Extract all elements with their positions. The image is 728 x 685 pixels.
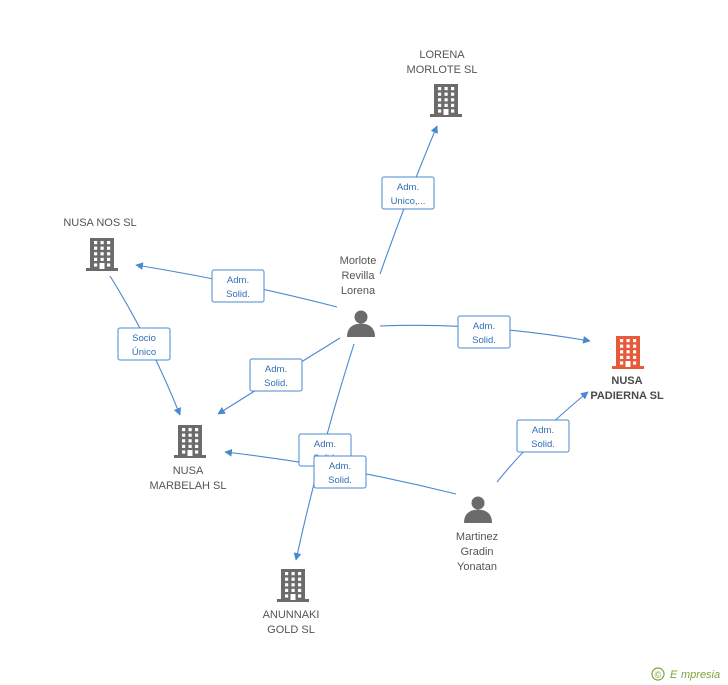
edge-label-text: Único <box>132 347 156 358</box>
nodes-layer: LORENA MORLOTE SL NUSA NOS SL NUSA PADIERNA … <box>63 49 664 636</box>
node-label: Lorena <box>341 285 376 297</box>
node-label: ANUNNAKI <box>263 609 320 621</box>
node-nusa-marbelah-sl[interactable]: NUSA MARBELAH SL <box>149 425 227 492</box>
node-label: PADIERNA SL <box>590 390 664 402</box>
edge-label-text: Solid. <box>226 289 250 300</box>
edge-label-box <box>457 315 511 349</box>
edge-labels-layer: Adm. Unico,... Adm. Solid. Adm. Solid. Adm. Sol… <box>117 176 570 489</box>
edge-label-text: Adm. <box>227 275 249 286</box>
node-lorena-morlote-sl[interactable]: LORENA MORLOTE SL <box>407 49 478 117</box>
building-icon <box>174 425 206 458</box>
edge-label-box <box>117 327 171 361</box>
brand-name: mpresia <box>681 669 720 681</box>
edge-label-box <box>313 455 367 489</box>
node-label: MARBELAH SL <box>149 480 226 492</box>
brand-initial: E <box>670 669 678 681</box>
edge-label-text: Adm. <box>329 461 351 472</box>
edge-label-text: Unico,... <box>391 196 426 207</box>
edge-label[interactable]: Adm. Solid. <box>313 455 367 489</box>
node-label: GOLD SL <box>267 624 315 636</box>
building-icon <box>430 84 462 117</box>
brand-footer[interactable]: © E mpresia <box>651 667 720 681</box>
edge-label[interactable]: Adm. Solid. <box>249 358 303 392</box>
edge-label-text: Adm. <box>314 439 336 450</box>
node-nusa-nos-sl[interactable]: NUSA NOS SL <box>63 217 137 271</box>
edge-label-text: Solid. <box>328 475 352 486</box>
edge-label-text: Adm. <box>265 364 287 375</box>
node-label: LORENA <box>419 49 465 61</box>
edge-label-text: Socio <box>132 333 156 344</box>
node-label: MORLOTE SL <box>407 64 478 76</box>
edge-label-text: Adm. <box>473 321 495 332</box>
edge-label-text: Adm. <box>397 182 419 193</box>
edge-label[interactable]: Adm. Solid. <box>516 419 570 453</box>
node-anunnaki-gold-sl[interactable]: ANUNNAKI GOLD SL <box>263 569 320 636</box>
node-label: Revilla <box>341 270 375 282</box>
copyright-icon <box>651 667 665 681</box>
node-label: Yonatan <box>457 561 497 573</box>
node-label: Gradin <box>460 546 493 558</box>
node-label: NUSA <box>173 465 204 477</box>
person-icon <box>464 496 492 523</box>
edge-label-box <box>516 419 570 453</box>
edge-label-text: Adm. <box>532 425 554 436</box>
node-label: Martinez <box>456 531 498 543</box>
edge-label-text: Solid. <box>531 439 555 450</box>
copyright-symbol: © <box>655 670 662 680</box>
node-label: NUSA NOS SL <box>63 217 136 229</box>
building-icon <box>277 569 309 602</box>
edge-label-box <box>249 358 303 392</box>
edge-label[interactable]: Adm. Solid. <box>211 269 265 303</box>
building-icon <box>86 238 118 271</box>
edges-layer <box>109 125 591 561</box>
edge-label-box <box>211 269 265 303</box>
node-label: NUSA <box>611 375 642 387</box>
edge-label[interactable]: Adm. Unico,... <box>381 176 435 210</box>
edge-label-box <box>381 176 435 210</box>
person-icon <box>347 310 375 337</box>
edge-label[interactable]: Adm. Solid. <box>457 315 511 349</box>
node-label: Morlote <box>340 255 377 267</box>
building-icon <box>612 336 644 369</box>
node-nusa-padierna-sl[interactable]: NUSA PADIERNA SL <box>590 336 664 402</box>
edge-label-text: Solid. <box>264 378 288 389</box>
edge-label-text: Solid. <box>472 335 496 346</box>
